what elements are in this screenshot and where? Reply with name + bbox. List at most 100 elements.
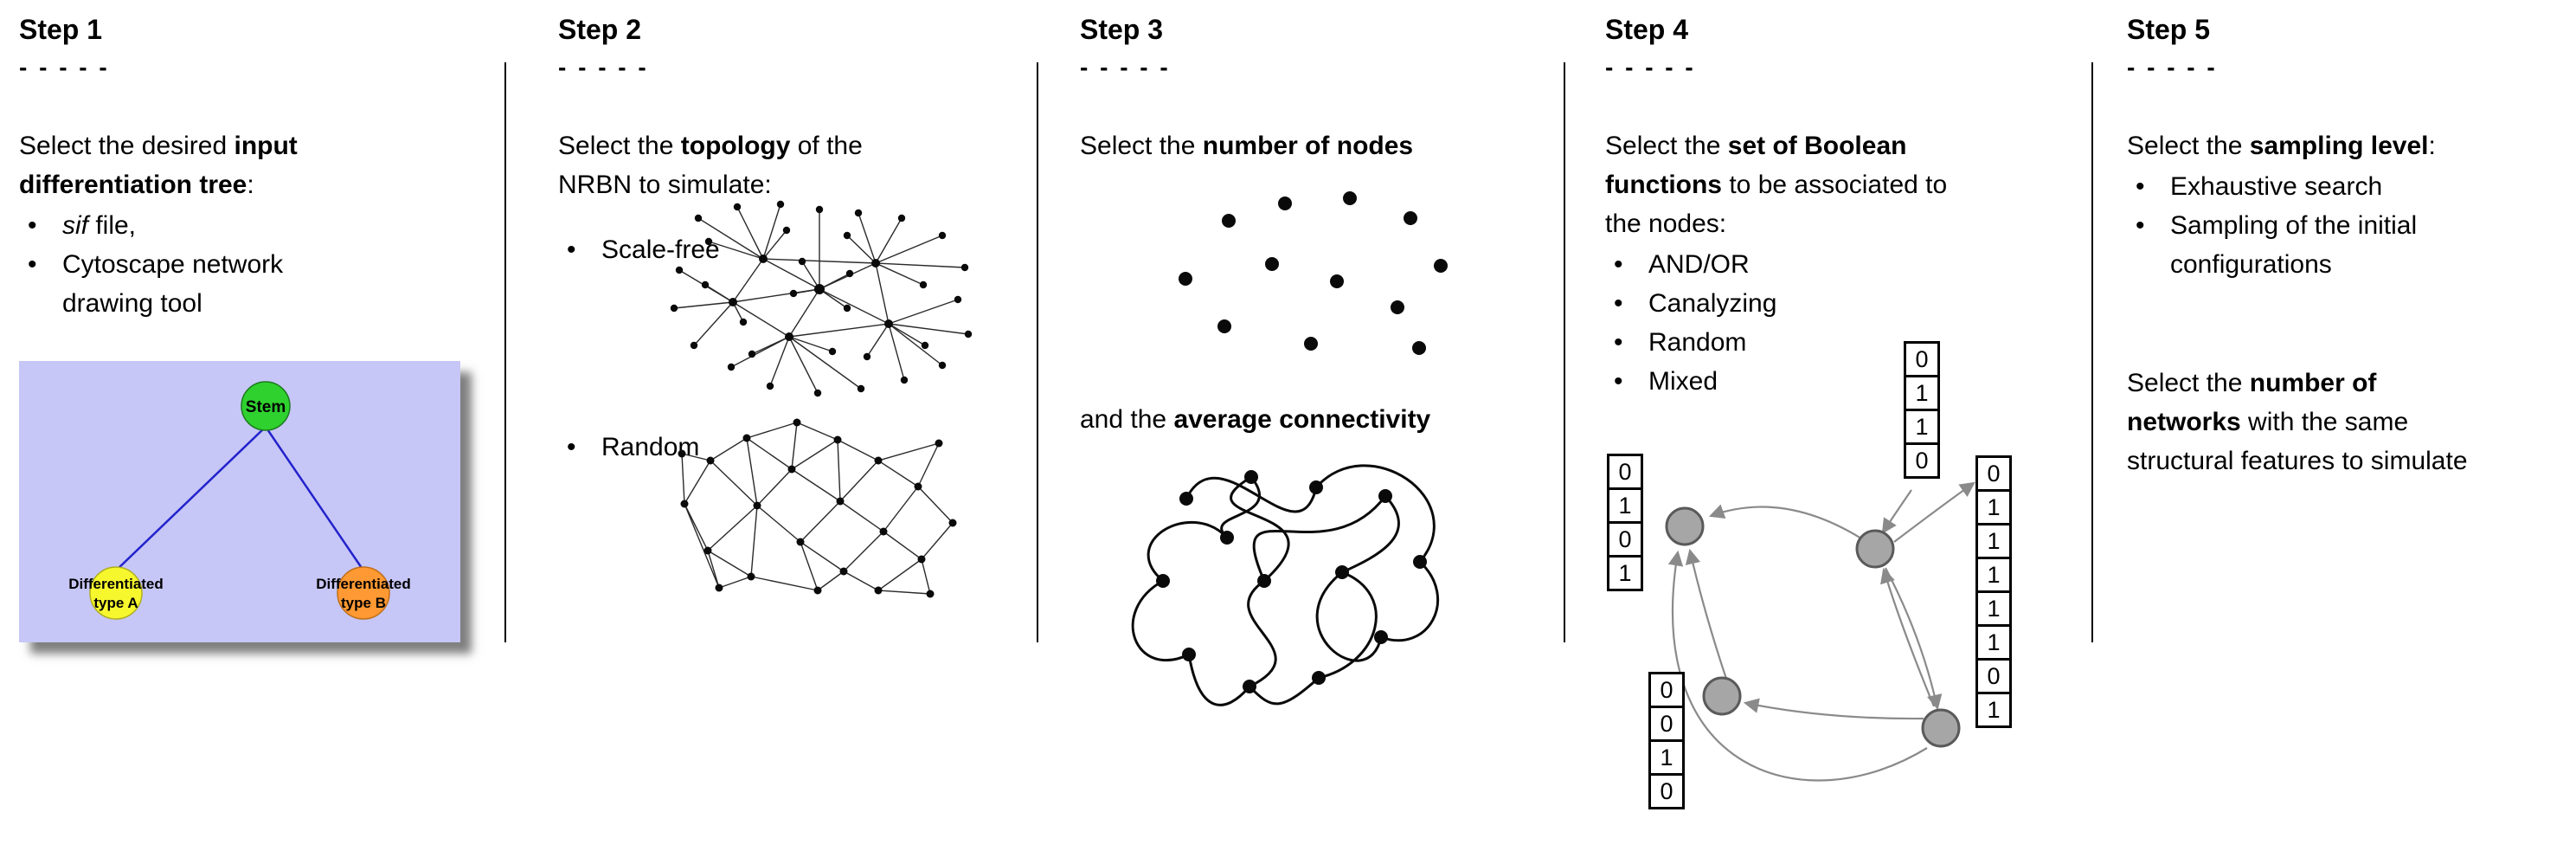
mixed-text: Mixed (1648, 367, 1718, 396)
net-edge (710, 437, 748, 461)
net-edge (883, 486, 919, 532)
net-edge (707, 550, 752, 577)
net-edge (788, 336, 833, 352)
net-edge (746, 437, 758, 506)
net-edge (875, 262, 890, 325)
net-node (789, 289, 798, 298)
net-edge (877, 590, 931, 595)
net-edge (883, 531, 922, 560)
net-node (938, 361, 947, 370)
net-edge (756, 468, 793, 506)
net-node (828, 347, 837, 356)
step-1-intro-plain: Select the desired (19, 132, 234, 160)
net-node (960, 263, 969, 272)
net-edge (788, 288, 820, 338)
net-node (843, 231, 851, 240)
bullet-item-random-functions: Random (1605, 323, 2094, 362)
net-edge (837, 439, 879, 461)
net-node (793, 418, 801, 427)
truth-table-left: 0 1 0 1 (1607, 454, 1643, 591)
net-node (914, 482, 922, 491)
net-node (703, 546, 712, 555)
interaction-arrow (1885, 567, 1943, 711)
step-1-title: Step 1 (19, 14, 103, 45)
net-node (739, 318, 748, 326)
truth-table-cell: 1 (1975, 489, 2012, 525)
boolean-network-graph (1665, 481, 1975, 782)
step-3-intro: Select the number of nodes (1080, 126, 1564, 165)
differentiation-tree-svg: Stem Differentiated type A Differentiate… (19, 361, 460, 642)
net-edge (681, 453, 685, 505)
truth-table-cell: 1 (1975, 557, 2012, 593)
sif-italic-text: sif (62, 211, 88, 240)
net-node (704, 237, 713, 246)
net-edge (697, 217, 764, 260)
net-node (675, 266, 684, 274)
truth-table-cell: 0 (1648, 773, 1685, 809)
column-divider-1 (504, 62, 506, 642)
truth-table-cell: 0 (1648, 672, 1685, 708)
net-node (1391, 300, 1404, 314)
step-5-intro-plain: Select the (2127, 132, 2250, 160)
net-edge (704, 284, 734, 303)
net-edge (788, 336, 819, 394)
step-3-connectivity-bold: average connectivity (1173, 405, 1431, 434)
net-node (884, 319, 893, 328)
cytoscape-text: Cytoscape network drawing tool (62, 250, 284, 318)
net-edge (769, 336, 790, 387)
net-node (766, 382, 774, 390)
net-node (1244, 470, 1258, 484)
truth-table-cell: 1 (1904, 409, 1940, 445)
net-edge (877, 460, 919, 487)
net-edge (800, 541, 845, 572)
network-node-a (1665, 506, 1705, 546)
net-edge (921, 558, 931, 595)
truth-table-cell: 0 (1975, 658, 2012, 694)
net-edge (888, 323, 969, 335)
tree-edge-b (264, 426, 365, 571)
net-edge (1314, 464, 1436, 563)
type-b-label-line2: type B (341, 595, 386, 611)
net-edge (1380, 560, 1439, 642)
net-node (1179, 272, 1192, 286)
net-node (919, 280, 928, 289)
step-2-title: Step 2 (558, 14, 642, 45)
net-node (836, 497, 845, 506)
network-node-d (1921, 708, 1961, 748)
step-2-intro: Select the topology of the NRBN to simul… (558, 126, 926, 204)
step-4-intro-bold: set of Boolean functions (1605, 132, 1907, 199)
net-edge (762, 229, 787, 260)
type-a-label-line1: Differentiated (68, 576, 164, 592)
net-node (839, 567, 848, 576)
net-edge (875, 235, 943, 264)
net-node (1222, 214, 1236, 228)
net-node (1220, 531, 1234, 545)
net-edge (819, 288, 890, 325)
net-node (690, 341, 698, 350)
net-edge (875, 262, 924, 286)
net-edge (708, 241, 764, 260)
net-edge (819, 273, 851, 290)
net-node (776, 200, 785, 209)
net-node (813, 586, 822, 595)
net-edge (751, 336, 790, 355)
bullet-item-and-or: AND/OR (1605, 245, 2094, 284)
step-4-intro-rest: to be associated to the nodes: (1605, 171, 1948, 238)
column-divider-3 (1564, 62, 1565, 642)
net-edge (1230, 475, 1290, 583)
net-edge (839, 460, 879, 502)
truth-table-top: 0 1 1 0 (1904, 341, 1940, 479)
stem-node-label: Stem (246, 398, 286, 416)
random-functions-text: Random (1648, 328, 1747, 357)
net-node (748, 350, 756, 358)
net-node (796, 538, 805, 546)
net-edge (1318, 571, 1378, 680)
net-node (798, 257, 806, 266)
net-node (1404, 211, 1417, 225)
net-edge (673, 301, 734, 309)
net-node (874, 456, 883, 465)
net-node (857, 384, 865, 393)
net-node (1257, 574, 1271, 588)
type-b-node (337, 566, 390, 620)
net-edge (736, 206, 764, 260)
